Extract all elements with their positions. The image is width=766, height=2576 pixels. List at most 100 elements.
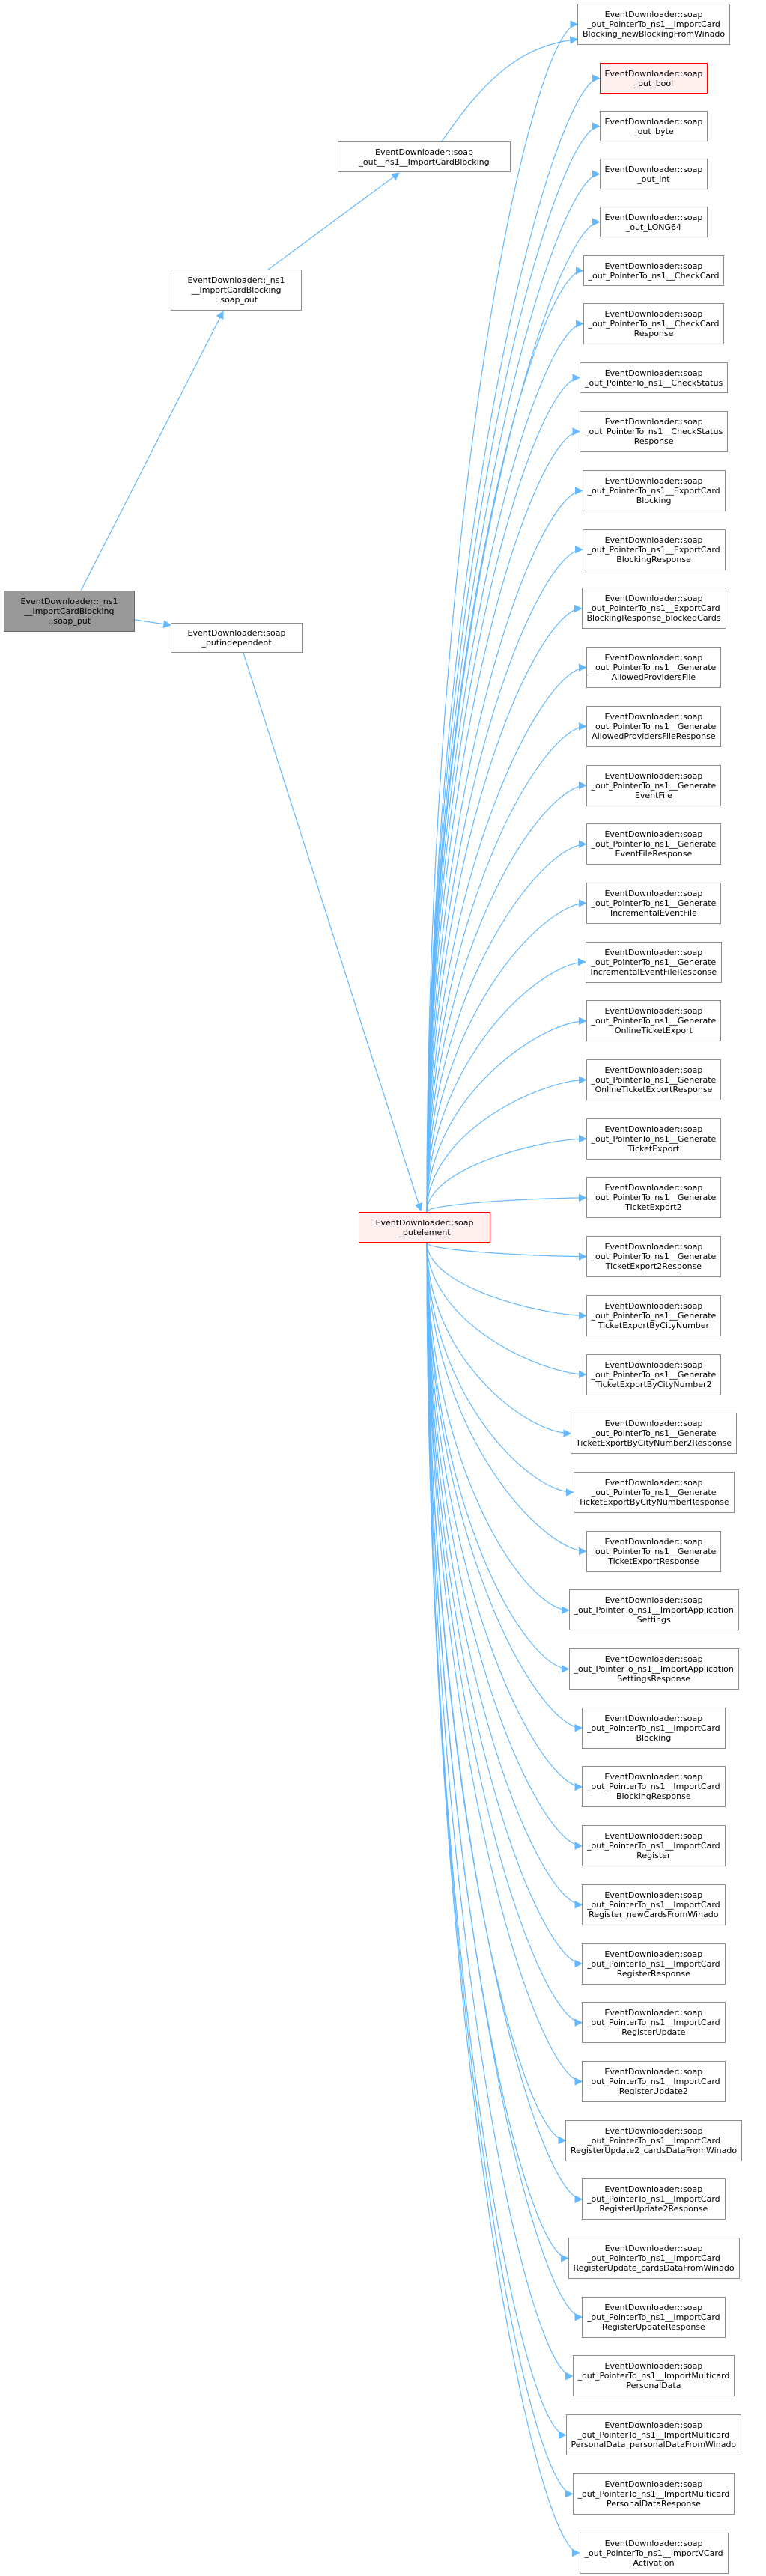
- call-edge: [426, 1242, 570, 1673]
- callee-node[interactable]: EventDownloader::soap_out_PointerTo_ns1_…: [573, 1471, 735, 1513]
- callee-node[interactable]: EventDownloader::soap_out_PointerTo_ns1_…: [568, 1648, 739, 1690]
- callee-node[interactable]: EventDownloader::soap_out_PointerTo_ns1_…: [586, 1059, 722, 1100]
- node-label: EventDownloader::soap: [604, 2184, 703, 2195]
- node-label: TicketExport2: [625, 1202, 682, 1213]
- node-label: RegisterUpdateResponse: [601, 2321, 705, 2332]
- node-label: EventDownloader::soap: [604, 2066, 703, 2077]
- callee-node[interactable]: EventDownloader::soap_out_byte: [599, 111, 708, 141]
- callee-node[interactable]: EventDownloader::soap_out_PointerTo_ns1_…: [586, 705, 722, 747]
- callee-node[interactable]: EventDownloader::soap_out_PointerTo_ns1_…: [582, 470, 726, 511]
- node-label: EventDownloader::soap: [604, 2361, 703, 2372]
- node-root-soap-put[interactable]: EventDownloader::_ns1 __ImportCardBlocki…: [4, 591, 135, 632]
- callee-node[interactable]: EventDownloader::soap_out_PointerTo_ns1_…: [586, 1530, 722, 1572]
- callee-node[interactable]: EventDownloader::soap_out_PointerTo_ns1_…: [572, 2473, 735, 2515]
- callee-node[interactable]: EventDownloader::soap_out_PointerTo_ns1_…: [586, 882, 722, 924]
- call-edge: [426, 1242, 583, 1909]
- node-label: EventDownloader::soap: [375, 147, 473, 157]
- callee-node[interactable]: EventDownloader::soap_out_PointerTo_ns1_…: [568, 1589, 739, 1631]
- callee-node[interactable]: EventDownloader::soap_out_PointerTo_ns1_…: [582, 1884, 726, 1925]
- callee-node[interactable]: EventDownloader::soap_out_PointerTo_ns1_…: [582, 2002, 726, 2044]
- node-label: _putindependent: [201, 638, 272, 648]
- node-label: __ImportCardBlocking: [24, 606, 115, 616]
- node-label: BlockingResponse: [616, 1791, 691, 1802]
- callee-node[interactable]: EventDownloader::soap_out_PointerTo_ns1_…: [586, 1177, 722, 1219]
- node-label: _out_PointerTo_ns1__ImportCard: [587, 2194, 720, 2205]
- node-label: EventDownloader::soap: [604, 594, 703, 604]
- node-label: EventDownloader::soap: [604, 2538, 703, 2548]
- callee-node[interactable]: EventDownloader::soap_out_PointerTo_ns1_…: [571, 1413, 738, 1455]
- callee-node[interactable]: EventDownloader::soap_out_PointerTo_ns1_…: [582, 1707, 726, 1749]
- call-edge: [426, 1242, 583, 1850]
- node-label: PersonalData: [626, 2381, 681, 2391]
- node-label: _out_PointerTo_ns1__CheckCard: [588, 270, 720, 281]
- callee-node[interactable]: EventDownloader::soap_out_LONG64: [599, 207, 708, 237]
- node-label: _out_PointerTo_ns1__Generate: [591, 1075, 717, 1085]
- node-label: _out_PointerTo_ns1__ImportCard: [587, 1723, 720, 1733]
- call-edge: [426, 1242, 583, 2321]
- node-label: EventDownloader::soap: [604, 2302, 703, 2312]
- callee-node[interactable]: EventDownloader::soap_out_bool: [599, 63, 708, 94]
- node-importcardblocking-soap-out[interactable]: EventDownloader::_ns1 __ImportCardBlocki…: [171, 270, 302, 311]
- call-edge: [426, 122, 601, 1213]
- callee-node[interactable]: EventDownloader::soap_out_PointerTo_ns1_…: [582, 529, 726, 570]
- node-label: EventDownloader::soap: [604, 1713, 703, 1723]
- call-edge: [426, 1193, 587, 1213]
- callee-node[interactable]: EventDownloader::soap_out_PointerTo_ns1_…: [579, 2532, 729, 2574]
- node-label: EventDownloader::soap: [604, 770, 703, 781]
- callee-node[interactable]: EventDownloader::soap_out_PointerTo_ns1_…: [583, 303, 725, 344]
- callee-node[interactable]: EventDownloader::soap_out_PointerTo_ns1_…: [582, 2060, 726, 2102]
- callee-node[interactable]: EventDownloader::soap_out_PointerTo_ns1_…: [582, 2296, 726, 2338]
- node-label: _out_PointerTo_ns1__ImportCard: [587, 1782, 720, 1792]
- node-label: _out_PointerTo_ns1__Generate: [591, 1133, 717, 1144]
- callee-node[interactable]: EventDownloader::soap_out_PointerTo_ns1_…: [565, 2414, 742, 2456]
- node-label: EventDownloader::soap: [604, 1242, 703, 1252]
- node-label: EventDownloader::soap: [604, 261, 703, 271]
- call-edge: [426, 1134, 587, 1213]
- callee-node[interactable]: EventDownloader::soap_out_PointerTo_ns1_…: [565, 2119, 743, 2161]
- callee-node[interactable]: EventDownloader::soap_out_PointerTo_ns1_…: [568, 2238, 740, 2279]
- node-label: EventDownloader::soap: [604, 1595, 703, 1606]
- node-soap-putelement[interactable]: EventDownloader::soap _putelement: [359, 1212, 490, 1243]
- node-label: _out_PointerTo_ns1__Generate: [591, 721, 717, 731]
- node-label: EventDownloader::soap: [604, 1831, 703, 1842]
- callee-node[interactable]: EventDownloader::soap_out_PointerTo_ns1_…: [582, 1943, 726, 1985]
- callee-node[interactable]: EventDownloader::soap_out_PointerTo_ns1_…: [580, 362, 729, 393]
- callee-node[interactable]: EventDownloader::soap_out_PointerTo_ns1_…: [582, 2178, 726, 2220]
- node-label: TicketExportByCityNumberResponse: [578, 1496, 729, 1507]
- node-label: BlockingResponse_blockedCards: [586, 613, 721, 624]
- callee-node[interactable]: EventDownloader::soap_out_PointerTo_ns1_…: [586, 1354, 722, 1395]
- callee-node[interactable]: EventDownloader::soap_out_PointerTo_ns1_…: [586, 647, 722, 689]
- call-edge: [426, 840, 587, 1213]
- node-label: PersonalData_personalDataFromWinado: [571, 2440, 737, 2450]
- callee-node[interactable]: EventDownloader::soap_out_PointerTo_ns1_…: [586, 1294, 722, 1336]
- callee-node[interactable]: EventDownloader::soap_out_PointerTo_ns1_…: [586, 1118, 722, 1160]
- callee-node[interactable]: EventDownloader::soap_out_PointerTo_ns1_…: [572, 2355, 735, 2397]
- node-label: _out_PointerTo_ns1__ImportVCard: [584, 2548, 723, 2558]
- callee-node[interactable]: EventDownloader::soap_out_PointerTo_ns1_…: [585, 941, 723, 983]
- callee-node[interactable]: EventDownloader::soap_out_PointerTo_ns1_…: [586, 1236, 722, 1278]
- call-edge: [426, 1242, 583, 2027]
- node-label: _out_PointerTo_ns1__Generate: [591, 1310, 717, 1321]
- callee-node[interactable]: EventDownloader::soap_out_PointerTo_ns1_…: [582, 1766, 726, 1808]
- callee-node[interactable]: EventDownloader::soap_out_PointerTo_ns1_…: [577, 4, 731, 45]
- node-label: Blocking_newBlockingFromWinado: [583, 29, 726, 39]
- callee-node[interactable]: EventDownloader::soap_out_PointerTo_ns1_…: [586, 764, 722, 806]
- node-label: AllowedProvidersFileResponse: [592, 731, 716, 741]
- node-label: _out_PointerTo_ns1__ImportCard: [587, 2076, 720, 2086]
- callee-node[interactable]: EventDownloader::soap_out_PointerTo_ns1_…: [583, 255, 725, 286]
- node-label: _out_PointerTo_ns1__ExportCard: [587, 603, 720, 614]
- node-label: _out_PointerTo_ns1__Generate: [591, 957, 717, 967]
- call-edge: [426, 899, 587, 1213]
- callee-node[interactable]: EventDownloader::soap_out_int: [599, 159, 708, 189]
- call-edge: [426, 1242, 569, 2262]
- callee-node[interactable]: EventDownloader::soap_out_PointerTo_ns1_…: [586, 823, 722, 865]
- callee-node[interactable]: EventDownloader::soap_out_PointerTo_ns1_…: [586, 1000, 722, 1042]
- node-soap-putindependent[interactable]: EventDownloader::soap _putindependent: [171, 623, 303, 653]
- callee-node[interactable]: EventDownloader::soap_out_PointerTo_ns1_…: [580, 411, 729, 452]
- node-label: EventDownloader::soap: [604, 2125, 703, 2136]
- callee-node[interactable]: EventDownloader::soap_out_PointerTo_ns1_…: [582, 1825, 726, 1867]
- node-soap-out-ns1-importcardblocking[interactable]: EventDownloader::soap _out__ns1__ImportC…: [338, 141, 511, 172]
- callee-node[interactable]: EventDownloader::soap_out_PointerTo_ns1_…: [581, 588, 726, 630]
- node-label: EventDownloader::soap: [604, 829, 703, 840]
- node-label: Activation: [633, 2557, 675, 2568]
